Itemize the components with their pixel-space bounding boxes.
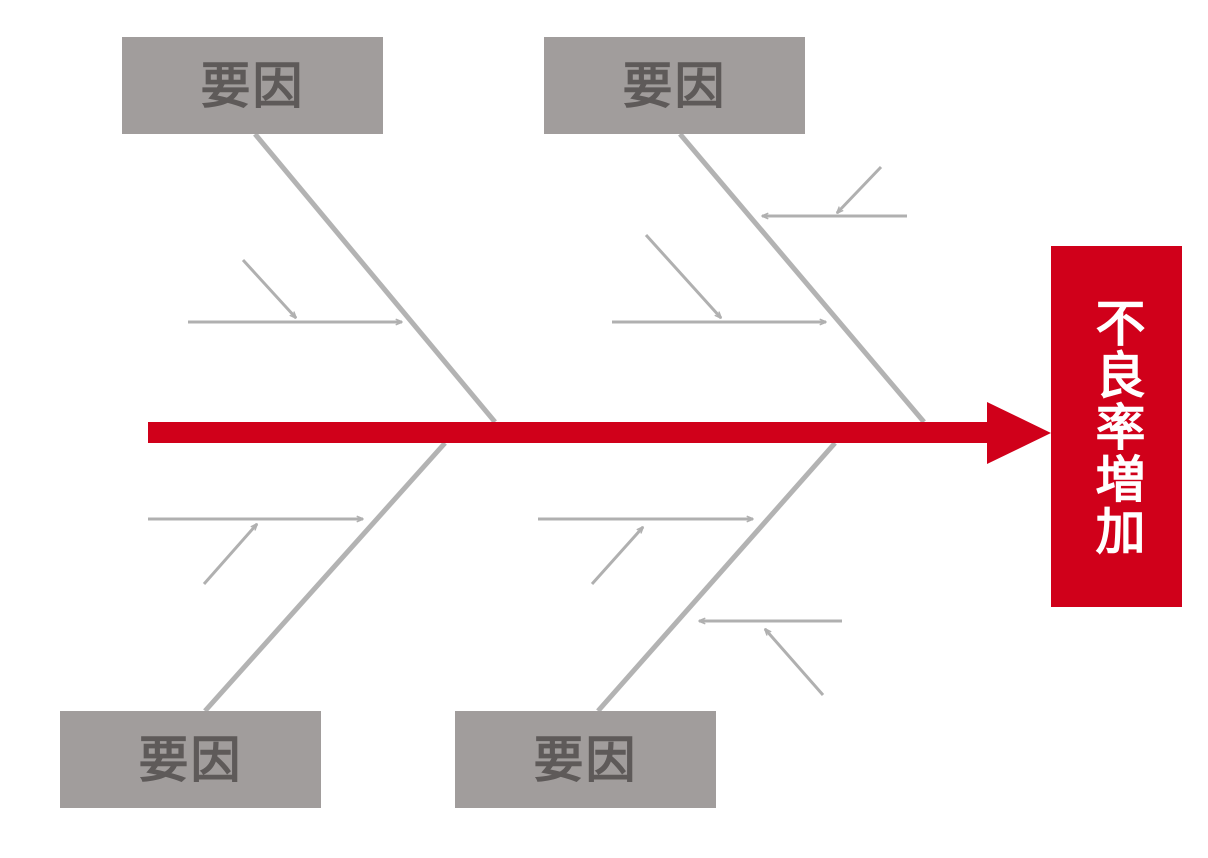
- sub-arrow-tr-lower-diagonal: [644, 233, 721, 318]
- sub-arrow-tr-upper-diagonal: [837, 165, 883, 213]
- cause-box-top-left: 要因: [122, 37, 383, 134]
- bone-bottom-left: [203, 441, 447, 713]
- sub-arrow-tl-diagonal: [241, 258, 296, 318]
- cause-label-top-right: 要因: [622, 56, 727, 115]
- spine-arrowhead: [987, 402, 1051, 464]
- effect-box: 不良率増加: [1051, 246, 1182, 607]
- sub-arrow-bl-diagonal: [202, 524, 257, 585]
- bone-top-right: [678, 132, 926, 424]
- sub-arrow-br-upper-diagonal: [590, 527, 643, 586]
- spine-shaft: [148, 422, 993, 443]
- cause-label-bottom-right: 要因: [533, 730, 638, 789]
- cause-box-bottom-right: 要因: [455, 711, 716, 808]
- cause-box-top-right: 要因: [544, 37, 805, 134]
- cause-label-bottom-left: 要因: [138, 730, 243, 789]
- bone-top-left: [253, 132, 497, 424]
- cause-label-top-left: 要因: [200, 56, 305, 115]
- cause-box-bottom-left: 要因: [60, 711, 321, 808]
- effect-label: 不良率増加: [1087, 296, 1146, 557]
- sub-arrow-br-lower-diagonal: [765, 629, 825, 696]
- bone-bottom-right: [596, 441, 837, 713]
